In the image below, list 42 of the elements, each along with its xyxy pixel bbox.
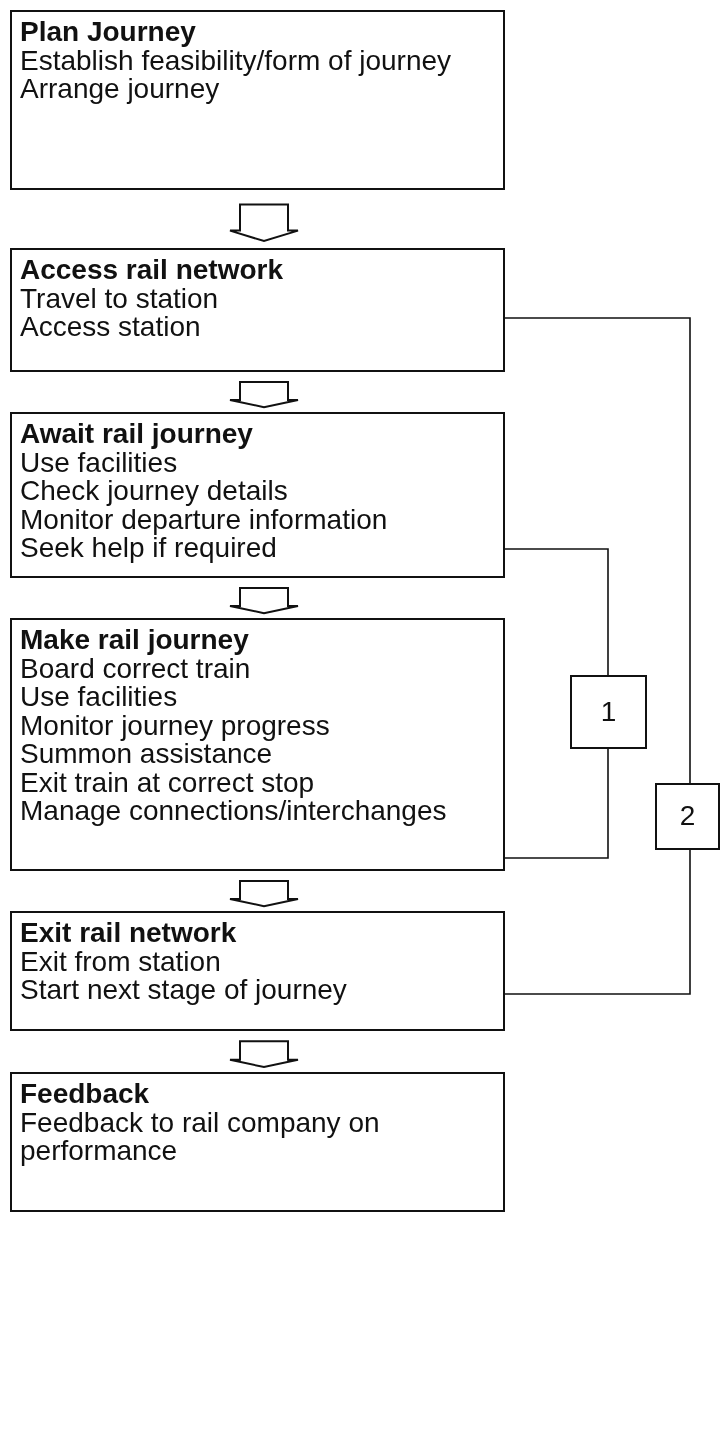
stage-heading: Exit rail network	[20, 919, 237, 948]
stage-box	[10, 412, 505, 578]
block-arrow	[229, 880, 299, 908]
stage-heading: Await rail journey	[20, 420, 253, 449]
task-text: Use facilities	[20, 683, 178, 712]
task-text: Monitor departure information	[20, 505, 388, 534]
task-text: Manage connections/interchanges	[20, 797, 447, 826]
connector-line	[504, 849, 691, 995]
stage-heading: Make rail journey	[20, 626, 249, 655]
stage-heading: Feedback	[20, 1080, 150, 1109]
reference-number: 2	[679, 802, 696, 831]
stage-box	[10, 248, 505, 372]
connector-line	[504, 748, 609, 859]
task-text: Start next stage of journey	[20, 976, 347, 1005]
stage-box	[10, 618, 505, 871]
task-text: Feedback to rail company on performance	[20, 1108, 381, 1166]
task-text: Access station	[20, 313, 201, 342]
connector-line	[504, 317, 691, 784]
task-text: Establish feasibility/form of journey	[20, 46, 452, 75]
task-text: Arrange journey	[20, 75, 220, 104]
block-arrow	[229, 587, 299, 615]
task-text: Travel to station	[20, 284, 219, 313]
task-text: Seek help if required	[20, 534, 277, 563]
task-text: Use facilities	[20, 448, 178, 477]
task-text: Monitor journey progress	[20, 711, 330, 740]
stage-heading: Plan Journey	[20, 18, 196, 47]
task-text: Board correct train	[20, 654, 251, 683]
block-arrow	[229, 381, 299, 409]
reference-box	[655, 783, 720, 850]
reference-number: 1	[600, 697, 617, 727]
task-text: Exit train at correct stop	[20, 768, 315, 797]
stage-box	[10, 10, 505, 190]
task-text: Exit from station	[20, 947, 221, 976]
reference-box	[570, 675, 647, 749]
block-arrow	[229, 203, 299, 243]
task-text: Summon assistance	[20, 740, 273, 769]
block-arrow	[229, 1040, 299, 1069]
stage-heading: Access rail network	[20, 256, 284, 285]
stage-box	[10, 1072, 505, 1212]
connector-line	[504, 548, 609, 676]
task-text: Check journey details	[20, 477, 288, 506]
stage-box	[10, 911, 505, 1031]
